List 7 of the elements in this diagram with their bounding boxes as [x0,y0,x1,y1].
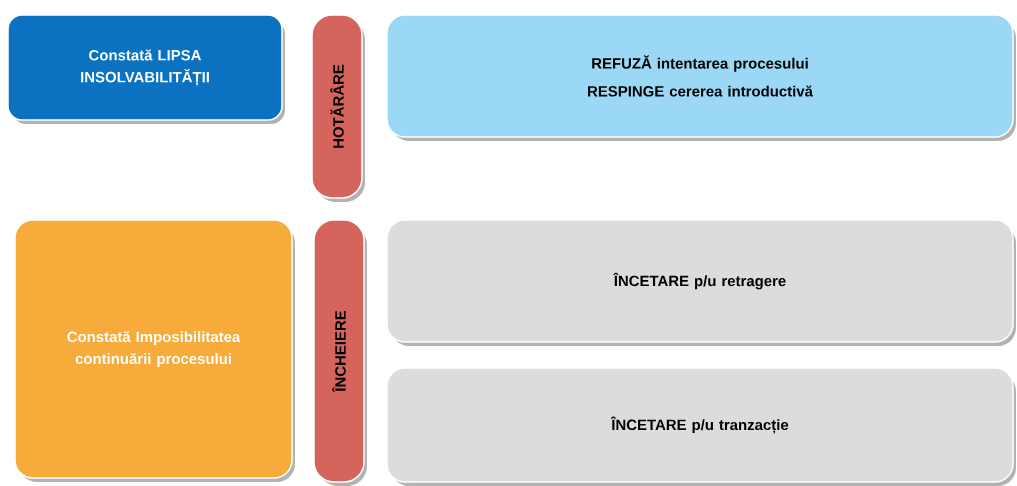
label-box: Constată Imposibilitatea continuării procesului [14,219,295,482]
label-box: Constată LIPSA INSOLVABILITĂȚII [7,14,285,124]
result-box: REFUZĂ intentarea procesului RESPINGE cererea introductivă [386,14,1016,141]
result-box: ÎNCETARE p/u tranzacție [386,367,1016,486]
vertical-tab: HOTĂRÂRE [311,14,365,202]
result-box: ÎNCETARE p/u retragere [386,219,1016,346]
vertical-tab: ÎNCHEIERE [313,219,367,486]
